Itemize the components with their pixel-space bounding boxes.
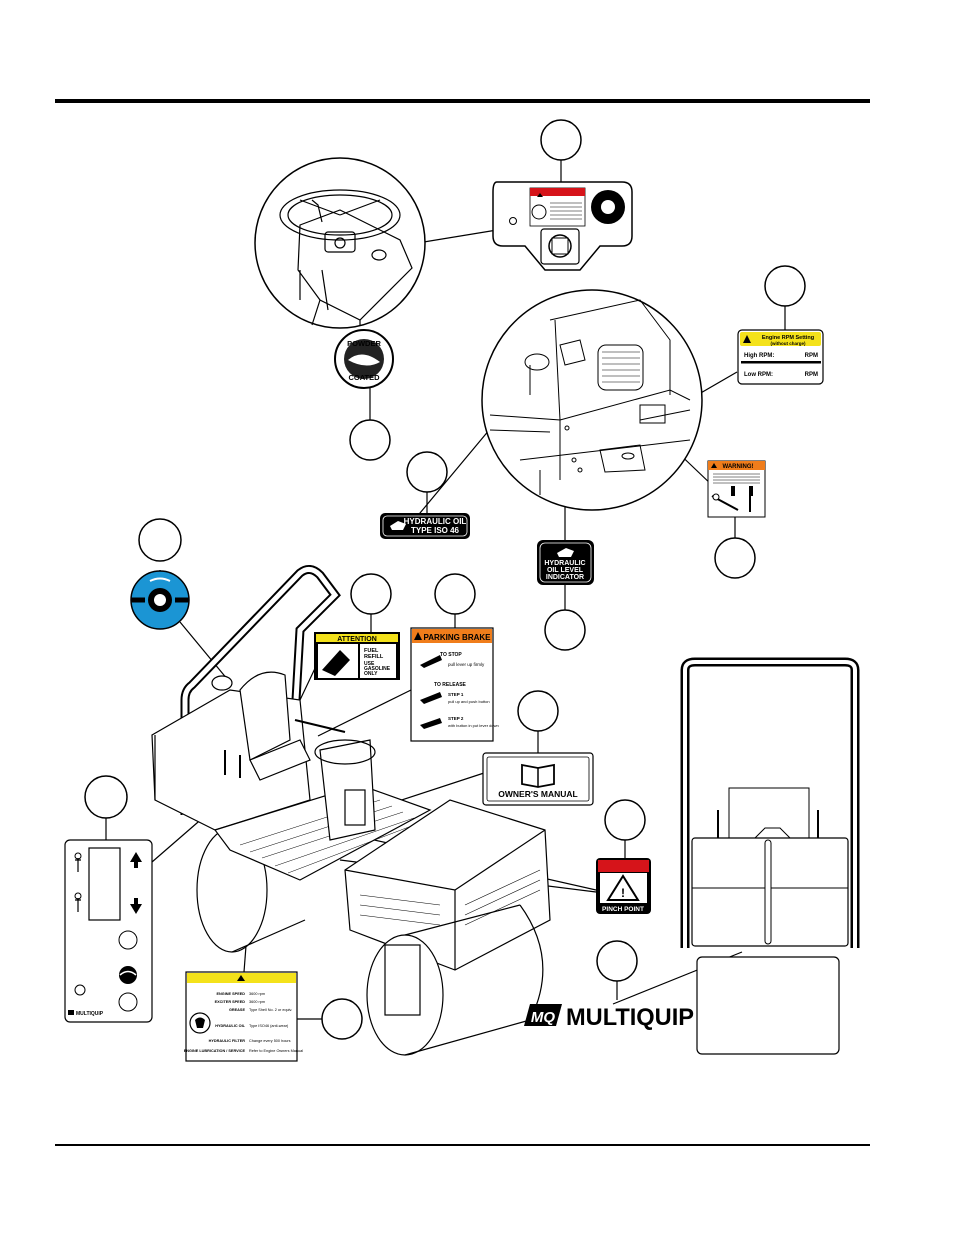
hydraulic-level-line2: OIL LEVEL (547, 567, 584, 574)
warning-title: WARNING! (723, 464, 754, 470)
rpm-low-label: Low RPM: (744, 372, 773, 378)
owners-manual-decal: OWNER'S MANUAL (482, 752, 594, 806)
spec-row-key: EXCITER SPEED (215, 1000, 246, 1004)
steering-detail (254, 157, 426, 329)
rpm-title: Engine RPM Setting (762, 335, 814, 341)
parking-release: TO RELEASE (434, 682, 467, 688)
spec-row-value: Refer to Engine Owners Manual (249, 1049, 303, 1053)
rear-view-roller (680, 657, 860, 1055)
engine-spec-decal: ENGINE SPEED 3600 rpm EXCITER SPEED 3600… (184, 971, 303, 1062)
rpm-high-unit: RPM (805, 353, 818, 359)
spec-row-key: ENGINE SPEED (217, 992, 246, 996)
rpm-low-unit: RPM (805, 372, 818, 378)
callout-circles (84, 119, 806, 1040)
spec-row-value: Type ISO46 (anti-wear) (249, 1024, 289, 1028)
attention-line2: REFILL (364, 654, 384, 660)
control-panel-decal (492, 181, 633, 271)
rpm-high-label: High RPM: (744, 353, 774, 359)
frame-detail (481, 289, 703, 511)
roller-machine (151, 565, 551, 1056)
parking-step2: STEP 2 (448, 716, 464, 721)
attention-decal: ATTENTION FUEL REFILL USE GASOLINE ONLY (314, 632, 400, 680)
spec-row-key: GREASE (229, 1008, 246, 1012)
multiquip-logo: MQ MULTIQUIP (524, 1004, 694, 1031)
spec-row-key: ENGINE LUBRICATION / SERVICE (184, 1049, 246, 1053)
attention-title: ATTENTION (337, 636, 377, 643)
pinch-exclamation-icon: ! (621, 886, 625, 900)
parking-stop: TO STOP (440, 652, 462, 658)
parking-step2-text: with button in put lever down (448, 723, 499, 728)
warning-decal: WARNING! (707, 460, 766, 518)
rpm-subtitle: (without charge) (771, 341, 806, 346)
top-rule (55, 99, 870, 103)
control-panel-left-decal: MULTIQUIP (64, 839, 153, 1023)
fuel-cap-decal (130, 570, 190, 630)
attention-line5: ONLY (364, 671, 378, 677)
mq-mark: MQ (531, 1009, 555, 1026)
multiquip-small-label: MULTIQUIP (76, 1011, 104, 1017)
spec-row-value: Change every 500 hours (249, 1039, 291, 1043)
hydraulic-oil-decal: HYDRAULIC OIL TYPE ISO 46 (380, 513, 470, 539)
hydraulic-level-line3: INDICATOR (546, 574, 584, 581)
parking-brake-title: PARKING BRAKE (424, 633, 492, 642)
powder-label: POWDER (347, 339, 381, 348)
parking-step1: STEP 1 (448, 692, 464, 697)
hydraulic-level-line1: HYDRAULIC (544, 560, 585, 567)
parking-brake-decal: PARKING BRAKE TO STOP pull lever up firm… (410, 627, 499, 742)
spec-row-value: 3600 rpm (249, 992, 265, 996)
hydraulic-level-decal: HYDRAULIC OIL LEVEL INDICATOR (537, 540, 594, 585)
attention-line3: USE (364, 661, 375, 667)
engine-spec-rows: ENGINE SPEED 3600 rpm EXCITER SPEED 3600… (184, 992, 303, 1053)
powder-coated-decal: POWDER COATED (334, 329, 394, 389)
parking-stop-text: pull lever up firmly (448, 662, 485, 667)
attention-line1: FUEL (364, 648, 379, 654)
bottom-rule (55, 1144, 870, 1146)
spec-row-value: 3600 rpm (249, 1000, 265, 1004)
coated-label: COATED (348, 373, 380, 382)
owners-manual-label: OWNER'S MANUAL (498, 789, 577, 799)
pinch-point-decal: ! PINCH POINT (596, 858, 651, 914)
pinch-point-label: PINCH POINT (602, 906, 644, 913)
multiquip-name: MULTIQUIP (566, 1004, 694, 1031)
spec-row-value: Type Shell No. 2 or equiv. (249, 1008, 292, 1012)
hydraulic-oil-line2: TYPE ISO 46 (411, 526, 460, 535)
hydraulic-oil-line1: HYDRAULIC OIL (404, 517, 467, 526)
engine-rpm-decal: Engine RPM Setting (without charge) High… (737, 329, 824, 385)
spec-row-key: HYDRAULIC OIL (215, 1024, 245, 1028)
parking-step1-text: pull up and push button (448, 699, 490, 704)
attention-line4: GASOLINE (364, 666, 391, 672)
spec-row-key: HYDRAULIC FILTER (209, 1039, 246, 1043)
